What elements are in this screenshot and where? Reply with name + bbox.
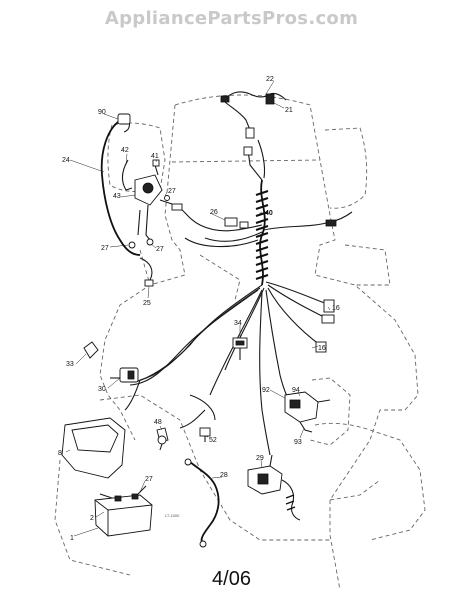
coiled-harness: [255, 179, 269, 286]
callout-16a: 16: [332, 305, 340, 312]
callout-41: 41: [151, 153, 159, 160]
callout-29: 29: [256, 455, 264, 462]
callout-52: 52: [209, 437, 217, 444]
callout-30: 30: [98, 386, 106, 393]
pto-switch-assembly: [284, 377, 351, 446]
callout-27b: 27: [101, 245, 109, 252]
callout-25: 25: [143, 300, 151, 307]
callout-90: 90: [98, 109, 106, 116]
callout-2: 2: [90, 515, 94, 522]
callout-92: 92: [262, 387, 270, 394]
callout-93: 93: [294, 439, 302, 446]
callout-94: 94: [292, 387, 300, 394]
callout-26: 26: [210, 209, 218, 216]
callout-24: 24: [62, 157, 70, 164]
connector-30: [110, 367, 139, 383]
page-number: 4/06: [212, 568, 251, 590]
callout-42: 42: [121, 147, 129, 154]
switch-34: [232, 337, 248, 360]
seat-switch: [247, 454, 301, 521]
callout-28: 28: [220, 472, 228, 479]
battery: [94, 485, 153, 537]
battery-box: [61, 417, 126, 479]
callout-8: 8: [58, 450, 62, 457]
callout-27a: 27: [168, 188, 176, 195]
right-connectors: [315, 219, 337, 353]
callout-27c: 27: [156, 246, 164, 253]
callout-27d: 27: [145, 476, 153, 483]
watermark-text: AppliancePartsPros.com: [104, 8, 359, 29]
callout-48: 48: [154, 419, 162, 426]
callout-16b: 16: [318, 345, 326, 352]
leader-lines: [65, 80, 331, 537]
callout-22: 22: [266, 76, 274, 83]
connector-26: [224, 217, 249, 229]
callout-40: 40: [265, 210, 273, 217]
ground-wire: [184, 458, 220, 548]
solenoid-assembly: [100, 113, 183, 287]
callout-33: 33: [66, 361, 74, 368]
fuse-holder: [156, 427, 169, 451]
callout-43: 43: [113, 193, 121, 200]
drawing-code: LT-1000: [165, 513, 180, 518]
callout-21: 21: [285, 107, 293, 114]
callout-1: 1: [70, 535, 74, 542]
callout-34: 34: [234, 320, 242, 327]
clip-33: [83, 341, 99, 359]
key-switch-assembly: [220, 91, 287, 156]
callout-labels: 1 2 8 16 16 21 22 24 25 26 27 27 27 27 2…: [58, 76, 340, 542]
